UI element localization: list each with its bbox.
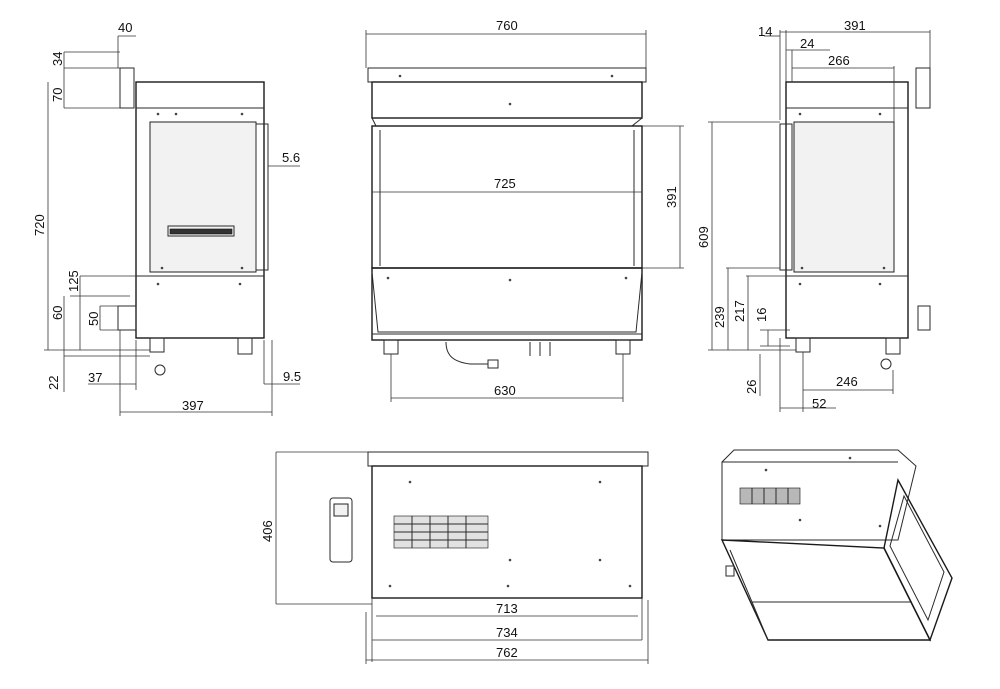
dim-5-6: 5.6 bbox=[282, 150, 300, 165]
side-right-body bbox=[785, 81, 909, 339]
dim-40: 40 bbox=[118, 20, 132, 35]
front-display-window bbox=[371, 125, 643, 269]
iso-front-body bbox=[720, 539, 932, 641]
iso-foot bbox=[725, 565, 735, 577]
top-body bbox=[371, 465, 643, 599]
dim-9-5: 9.5 bbox=[283, 369, 301, 384]
dim-16: 16 bbox=[754, 308, 769, 322]
side-left-body bbox=[135, 81, 265, 339]
dim-70: 70 bbox=[50, 88, 65, 102]
side-right-top-bracket bbox=[915, 67, 931, 109]
side-view-left: 40 34 70 720 5.6 125 60 50 22 37 9.5 397 bbox=[32, 20, 301, 416]
dim-734: 734 bbox=[496, 625, 518, 640]
dim-24: 24 bbox=[800, 36, 814, 51]
dim-37: 37 bbox=[88, 370, 102, 385]
front-foot-right bbox=[615, 339, 631, 355]
side-view-right: 391 14 24 266 609 239 217 16 26 246 52 bbox=[696, 18, 931, 412]
side-left-drawer-handle bbox=[167, 225, 235, 237]
dim-391-front: 391 bbox=[664, 186, 679, 208]
dim-50: 50 bbox=[86, 312, 101, 326]
front-top-rail bbox=[367, 67, 647, 83]
side-right-outlet-box bbox=[917, 305, 931, 331]
dim-34: 34 bbox=[50, 52, 65, 66]
front-upper-body bbox=[371, 81, 643, 119]
dim-266: 266 bbox=[828, 53, 850, 68]
dim-397: 397 bbox=[182, 398, 204, 413]
front-plug-icon bbox=[487, 359, 499, 369]
side-left-foot-front bbox=[149, 337, 165, 353]
front-view: 760 725 391 630 bbox=[365, 18, 684, 402]
front-power-cord bbox=[445, 341, 488, 365]
dim-760: 760 bbox=[496, 18, 518, 33]
dim-391-side: 391 bbox=[844, 18, 866, 33]
dim-720: 720 bbox=[32, 214, 47, 236]
side-left-outlet-box bbox=[117, 305, 137, 331]
side-right-plug-icon bbox=[880, 358, 892, 370]
dim-762: 762 bbox=[496, 645, 518, 660]
dim-52: 52 bbox=[812, 396, 826, 411]
dim-609: 609 bbox=[696, 226, 711, 248]
top-rear-rail bbox=[367, 451, 649, 467]
dim-60: 60 bbox=[50, 306, 65, 320]
dim-246: 246 bbox=[836, 374, 858, 389]
side-left-foot-rear bbox=[237, 337, 253, 355]
iso-vent-grille bbox=[739, 487, 801, 505]
dim-22: 22 bbox=[46, 376, 61, 390]
side-right-foot-front bbox=[795, 337, 811, 353]
dim-239: 239 bbox=[712, 306, 727, 328]
dim-26: 26 bbox=[744, 380, 759, 394]
front-foot-left bbox=[383, 339, 399, 355]
dim-713: 713 bbox=[496, 601, 518, 616]
side-right-display-window bbox=[793, 121, 895, 273]
dim-630: 630 bbox=[494, 383, 516, 398]
side-right-foot-rear bbox=[885, 337, 901, 355]
front-lower-body bbox=[371, 267, 643, 341]
side-left-plug-icon bbox=[154, 364, 166, 376]
top-view: 406 713 734 762 bbox=[260, 451, 649, 664]
top-left-control-panel bbox=[329, 497, 353, 563]
dim-125: 125 bbox=[66, 270, 81, 292]
dim-217: 217 bbox=[732, 300, 747, 322]
isometric-view bbox=[720, 449, 953, 642]
side-left-top-bracket bbox=[119, 67, 135, 109]
dim-406: 406 bbox=[260, 520, 275, 542]
side-left-display-window bbox=[149, 121, 257, 273]
dim-725: 725 bbox=[494, 176, 516, 191]
dim-14: 14 bbox=[758, 24, 772, 39]
